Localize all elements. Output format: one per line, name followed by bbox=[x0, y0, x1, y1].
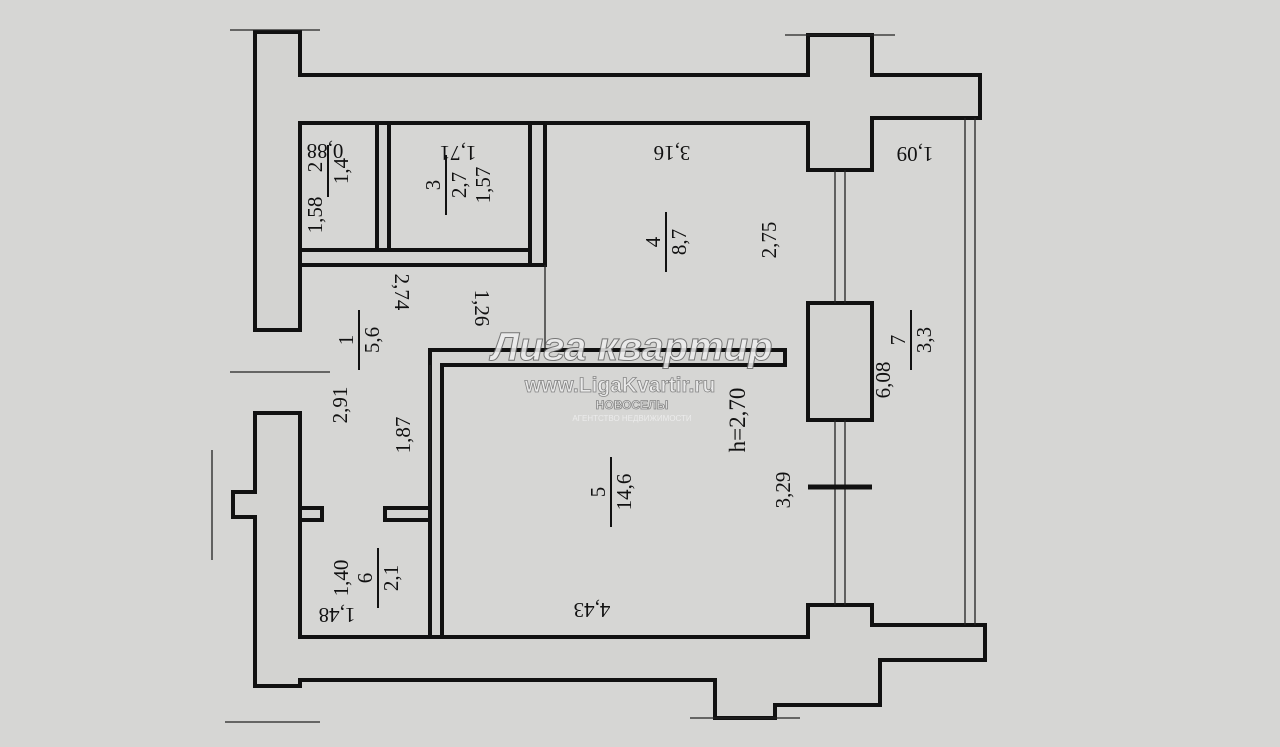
dim-2,75: 2,75 bbox=[757, 222, 781, 259]
room-7-area: 3,3 bbox=[912, 327, 936, 353]
left-wall-upper bbox=[253, 30, 982, 332]
dim-1,87: 1,87 bbox=[391, 417, 415, 454]
room-2-dim-1,58: 1,58 bbox=[303, 197, 327, 234]
room-6-number: 6 bbox=[353, 573, 377, 584]
room2-room3-partition bbox=[375, 121, 391, 252]
room-1-number: 1 bbox=[334, 335, 358, 346]
detail-lines bbox=[211, 29, 976, 723]
room-5-number: 5 bbox=[586, 487, 610, 498]
room-3-number: 3 bbox=[421, 180, 445, 191]
room-3-area: 2,7 bbox=[447, 172, 471, 198]
room-4-area: 8,7 bbox=[667, 229, 691, 255]
dim-1,26: 1,26 bbox=[470, 290, 494, 327]
dim-0,88: 0,88 bbox=[307, 139, 344, 163]
corridor-bathroom-partition bbox=[298, 248, 547, 267]
room6-partition bbox=[383, 506, 432, 522]
watermark-url: www.LigaKvartir.ru bbox=[524, 374, 716, 397]
dim-4,43: 4,43 bbox=[574, 598, 611, 622]
dim-3,16: 3,16 bbox=[654, 141, 691, 165]
room-6-area: 2,1 bbox=[379, 565, 403, 591]
dim-2,74: 2,74 bbox=[390, 274, 414, 311]
room-4-number: 4 bbox=[641, 236, 665, 247]
room-5-area: 14,6 bbox=[612, 474, 636, 511]
pier-column bbox=[806, 301, 874, 422]
left-wall-lower bbox=[231, 411, 987, 720]
room-2-area: 1,4 bbox=[329, 157, 353, 184]
dim-1,48: 1,48 bbox=[319, 603, 356, 627]
room-6-dim-1,40: 1,40 bbox=[329, 560, 353, 597]
dim-6,08: 6,08 bbox=[871, 362, 895, 399]
watermark-agency-sub: АГЕНТСТВО НЕДВИЖИМОСТИ bbox=[572, 414, 692, 423]
dim-3,29: 3,29 bbox=[771, 472, 795, 509]
room3-room4-partition bbox=[528, 121, 547, 267]
dim-2,91: 2,91 bbox=[328, 387, 352, 424]
room-3-dim-1,57: 1,57 bbox=[471, 167, 495, 204]
room-7-number: 7 bbox=[886, 335, 910, 346]
room-2-number: 2 bbox=[303, 162, 327, 173]
dim-1,71: 1,71 bbox=[440, 141, 477, 165]
ceiling-height: h=2,70 bbox=[725, 388, 750, 453]
room5-partition bbox=[428, 348, 787, 639]
watermark-agency: НОВОСЕЛЫ bbox=[596, 398, 669, 412]
walls bbox=[231, 30, 987, 720]
watermark-brand: Лига квартир bbox=[488, 325, 772, 369]
dimension-labels: 2,74 1,26 2,91 1,87 0,88 1,71 3,16 2,75 … bbox=[307, 139, 934, 627]
room-1-area: 5,6 bbox=[360, 327, 384, 353]
watermark: Лига квартир www.LigaKvartir.ru НОВОСЕЛЫ… bbox=[488, 325, 773, 424]
dim-1,09: 1,09 bbox=[897, 142, 934, 166]
room6-door-stub bbox=[298, 506, 324, 522]
